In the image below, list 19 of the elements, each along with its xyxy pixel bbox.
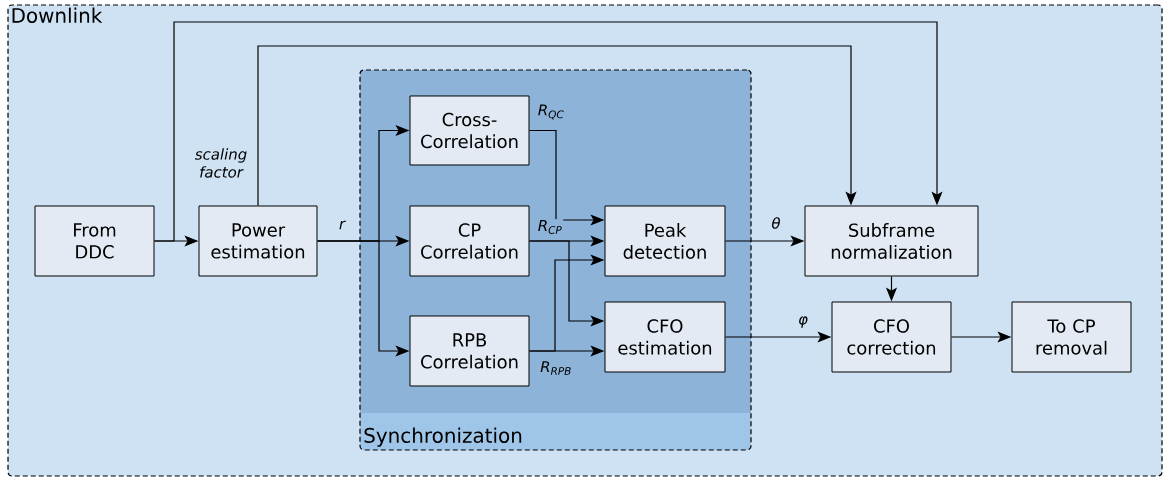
edge-label: scaling factor [189, 147, 253, 179]
process-box: CFO estimation [604, 301, 726, 373]
process-box: CP Correlation [409, 205, 530, 277]
process-box: Peak detection [604, 205, 726, 277]
process-box: Cross-Correlation [409, 95, 530, 166]
process-box: Power estimation [198, 205, 318, 277]
process-box: CFO correction [831, 301, 952, 373]
edge-label: R$_{CP}$ [536, 219, 564, 235]
edge-label: R$_{QC}$ [536, 103, 566, 121]
arrow [153, 21, 943, 242]
process-box: To CP removal [1011, 301, 1132, 373]
edge-label: θ [770, 216, 782, 230]
edge-label: R$_{RPB}$ [539, 360, 573, 376]
edge-label: φ [797, 315, 809, 329]
process-box: RPB Correlation [409, 315, 530, 387]
process-box: Subframe normalization [804, 205, 979, 277]
process-box: From DDC [34, 205, 155, 277]
edge-label: r [337, 219, 347, 231]
arrow [257, 45, 857, 207]
